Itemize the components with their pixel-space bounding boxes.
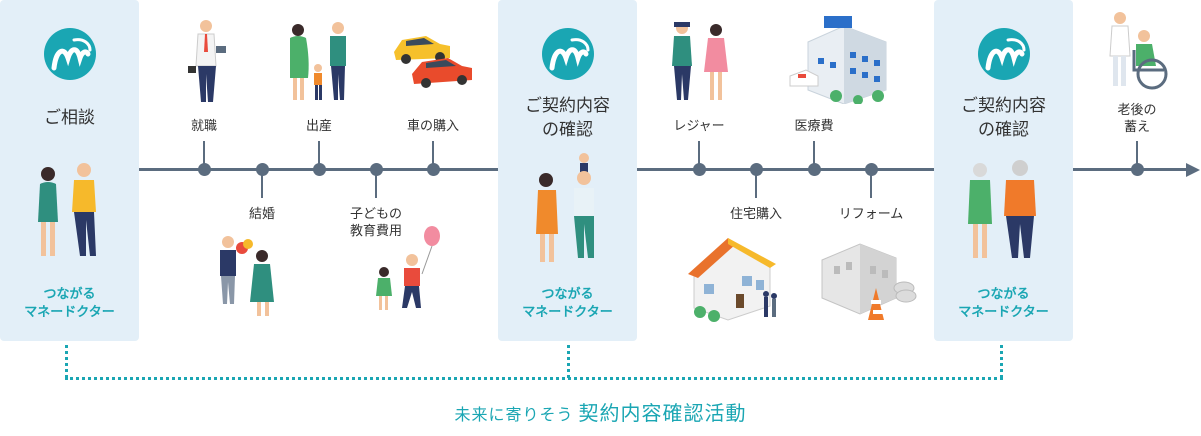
timeline-dot-iryo (808, 163, 821, 176)
event-label-kyoiku: 子どもの 教育費用 (349, 207, 402, 239)
timeline-arrow-icon (1186, 163, 1200, 177)
wedding-couple-figure-icon (214, 232, 280, 322)
timeline-dot-kuruma (427, 163, 440, 176)
consultation-panel: ご相談 つながる マネードクター (0, 0, 139, 341)
event-label-kekkon: 結婚 (248, 207, 275, 222)
leisure-couple-figure-icon (670, 20, 732, 106)
cars-icon (392, 28, 474, 96)
event-label-leisure: レジャー (673, 119, 725, 134)
tick (870, 174, 872, 198)
money-doctor-logo-icon (541, 28, 594, 80)
family-figure-icon (528, 152, 608, 268)
event-label-kuruma: 車の購入 (406, 119, 459, 134)
tick (755, 174, 757, 198)
house-icon (684, 232, 784, 328)
tick (203, 141, 205, 165)
event-label-reform: リフォーム (838, 207, 904, 222)
panel-footer: つながる マネードクター (522, 287, 613, 320)
event-label-iryo: 医療費 (794, 119, 834, 134)
dotted-connector (65, 345, 68, 378)
dotted-connector (567, 345, 570, 378)
panel-footer: つながる マネードクター (958, 287, 1049, 320)
timeline-dot-shushoku (198, 163, 211, 176)
panel-footer: つながる マネードクター (24, 287, 115, 320)
event-label-shussan: 出産 (305, 119, 332, 134)
contract-review-panel-1: ご契約内容 の確認 つながる マネードクター (498, 0, 637, 341)
panel-title: ご契約内容 の確認 (961, 96, 1046, 140)
caption: 未来に寄りそう 契約内容確認活動 (0, 397, 1201, 426)
caption-small: 未来に寄りそう (454, 405, 574, 424)
timeline-dot-rogo (1131, 163, 1144, 176)
tick (318, 141, 320, 165)
event-label-rogo: 老後の 蓄え (1117, 103, 1157, 135)
elderly-couple-figure-icon (962, 158, 1046, 266)
tick (375, 174, 377, 198)
caption-big: 契約内容確認活動 (578, 401, 747, 425)
children-balloon-figure-icon (372, 224, 442, 316)
family-with-child-figure-icon (286, 20, 352, 106)
tick (813, 141, 815, 165)
timeline-dot-leisure (693, 163, 706, 176)
timeline-dot-shussan (313, 163, 326, 176)
timeline-segment (1073, 168, 1188, 171)
tick (698, 141, 700, 165)
contract-review-panel-2: ご契約内容 の確認 つながる マネードクター (934, 0, 1073, 341)
money-doctor-logo-icon (43, 28, 96, 80)
panel-title: ご相談 (44, 108, 95, 128)
panel-title: ご契約内容 の確認 (525, 96, 610, 140)
timeline-segment (637, 168, 934, 171)
event-label-shushoku: 就職 (190, 119, 217, 134)
money-doctor-logo-icon (977, 28, 1030, 80)
dotted-connector (1000, 345, 1003, 378)
timeline-dot-kyoiku (370, 163, 383, 176)
businessman-figure-icon (186, 18, 230, 108)
dotted-connector (65, 377, 1003, 380)
elderly-wheelchair-figure-icon (1108, 10, 1170, 94)
tick (432, 141, 434, 165)
timeline-dot-reform (865, 163, 878, 176)
tick (1136, 141, 1138, 165)
renovation-building-icon (814, 236, 918, 326)
event-label-jutaku: 住宅購入 (729, 207, 782, 222)
tick (261, 174, 263, 198)
timeline-dot-kekkon (256, 163, 269, 176)
couple-figure-icon (30, 160, 110, 264)
timeline-dot-jutaku (750, 163, 763, 176)
hospital-building-icon (788, 12, 892, 108)
